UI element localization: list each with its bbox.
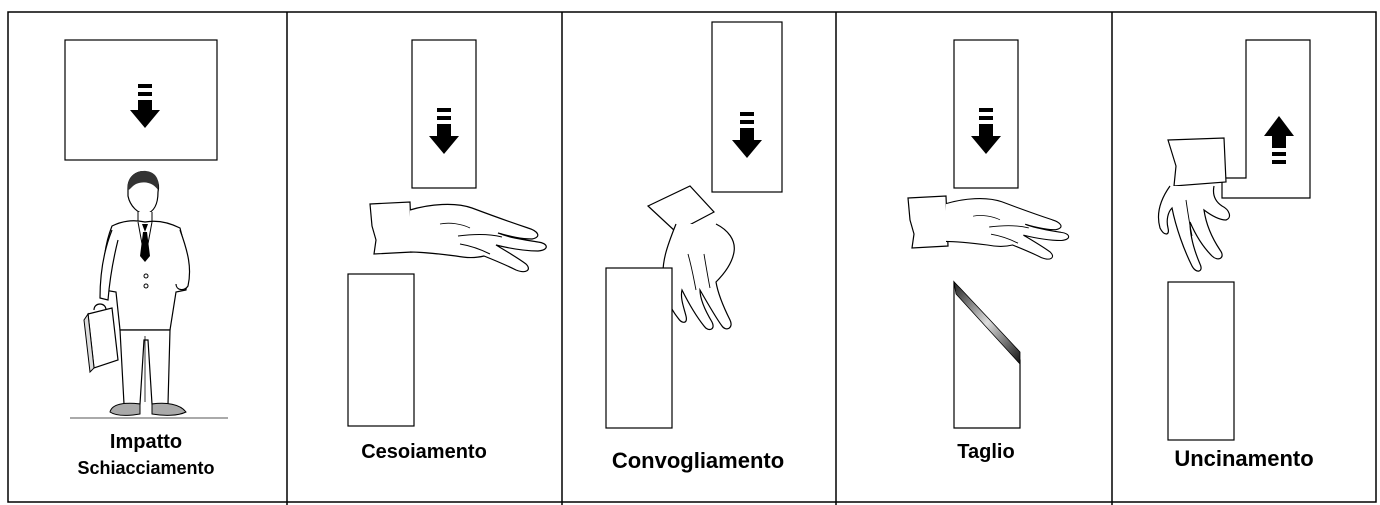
panel-dividers (7, 11, 1377, 505)
lower-block (605, 267, 673, 429)
outer-frame (7, 11, 1377, 503)
hand-hooked (1157, 137, 1231, 272)
label-convogliamento: Convogliamento (612, 448, 784, 473)
arrow-down-icon (429, 108, 459, 154)
man-figure (70, 170, 228, 419)
panel-cesoiamento: Cesoiamento (347, 39, 547, 463)
blade-icon (953, 280, 1021, 429)
conveyor-block (711, 21, 783, 193)
hand-downward (646, 185, 735, 331)
hand-sideways (369, 201, 547, 273)
label-impatto: Impatto (110, 431, 182, 453)
lower-block (1167, 281, 1235, 441)
arrow-down-icon (130, 84, 160, 128)
arrow-down-icon (732, 112, 762, 158)
lower-block (347, 273, 415, 427)
panel-impatto: Impatto Schiacciamento (64, 39, 228, 478)
label-taglio: Taglio (957, 441, 1014, 463)
hook-block (1221, 39, 1311, 199)
arrow-up-icon (1264, 116, 1294, 164)
label-uncinamento: Uncinamento (1174, 446, 1313, 471)
label-cesoiamento: Cesoiamento (361, 441, 487, 463)
panel-taglio: Taglio (907, 39, 1070, 463)
panel-uncinamento: Uncinamento (1157, 39, 1314, 471)
arrow-down-icon (971, 108, 1001, 154)
upper-blade-block (411, 39, 477, 189)
label-schiacciamento: Schiacciamento (77, 458, 214, 478)
upper-block (953, 39, 1019, 189)
hand-sideways (907, 195, 1070, 260)
panel-convogliamento: Convogliamento (605, 21, 784, 473)
